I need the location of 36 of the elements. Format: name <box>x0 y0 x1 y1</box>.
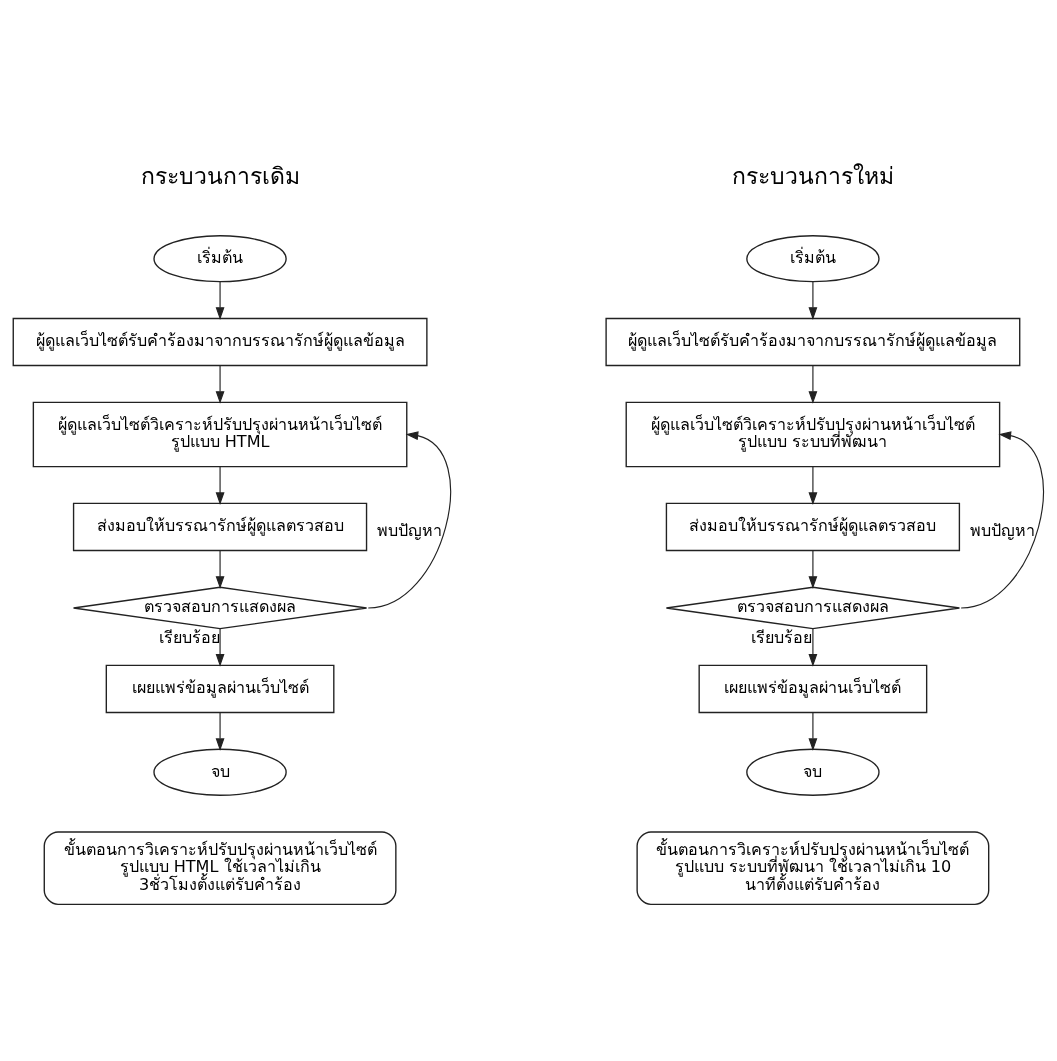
node-ellipse: จบ <box>153 748 287 796</box>
node-ellipse: เริ่มต้น <box>153 234 287 282</box>
arrow <box>808 711 818 751</box>
arrow <box>808 465 818 505</box>
node-box: เผยแพร่ข้อมูลผ่านเว็บไซต์ <box>105 664 335 713</box>
arrow <box>367 430 452 609</box>
edge-label: เรียบร้อย <box>158 627 220 647</box>
arrow <box>215 549 225 589</box>
arrow <box>808 549 818 589</box>
label: กระบวนการใหม่ <box>731 162 894 189</box>
node-box: เผยแพร่ข้อมูลผ่านเว็บไซต์ <box>698 664 928 713</box>
node-box: ส่งมอบให้บรรณารักษ์ผู้ดูแลตรวสอบ <box>72 502 368 551</box>
node-box: ขั้นตอนการวิเคราะห์ปรับปรุงผ่านหน้าเว็บไซต์ รูปแบบ HTML ใช้เวลาไม่เกิน 3ชั่วโมงตั้งแต่รับคำร้อง <box>43 830 397 905</box>
node-diamond: ตรวจสอบการแสดงผล <box>72 586 368 629</box>
arrow <box>215 465 225 505</box>
node-box: ผู้ดูแลเว็บไซต์วิเคราะห์ปรับปรุงผ่านหน้าเว็บไซต์ รูปแบบ ระบบที่พัฒนา <box>625 401 1001 467</box>
node-ellipse: จบ <box>746 748 880 796</box>
node-box: ขั้นตอนการวิเคราะห์ปรับปรุงผ่านหน้าเว็บไซต์ รูปแบบ ระบบที่พัฒนา ใช้เวลาไม่เกิน 10 นาทีตั้งแต่รับคำร้อง <box>636 830 990 905</box>
arrow <box>215 711 225 751</box>
node-box: ผู้ดูแลเว็บไซต์วิเคราะห์ปรับปรุงผ่านหน้าเว็บไซต์ รูปแบบ HTML <box>32 401 408 467</box>
label: กระบวนการเดิม <box>140 162 300 189</box>
arrow <box>215 364 225 404</box>
arrow <box>215 627 225 667</box>
edge-label: พบปัญหา <box>969 520 1035 540</box>
edge-label: พบปัญหา <box>376 520 442 540</box>
node-diamond: ตรวจสอบการแสดงผล <box>665 586 961 629</box>
arrow <box>808 627 818 667</box>
node-ellipse: เริ่มต้น <box>746 234 880 282</box>
node-box: ผู้ดูแลเว็บไซต์รับคำร้องมาจากบรรณารักษ์ผู้ดูแลข้อมูล <box>12 317 428 366</box>
arrow <box>960 430 1044 609</box>
arrow <box>808 280 818 320</box>
arrow <box>215 280 225 320</box>
node-box: ส่งมอบให้บรรณารักษ์ผู้ดูแลตรวสอบ <box>665 502 961 551</box>
arrow <box>808 364 818 404</box>
node-box: ผู้ดูแลเว็บไซต์รับคำร้องมาจากบรรณารักษ์ผู้ดูแลข้อมูล <box>605 317 1021 366</box>
edge-label: เรียบร้อย <box>751 627 813 647</box>
